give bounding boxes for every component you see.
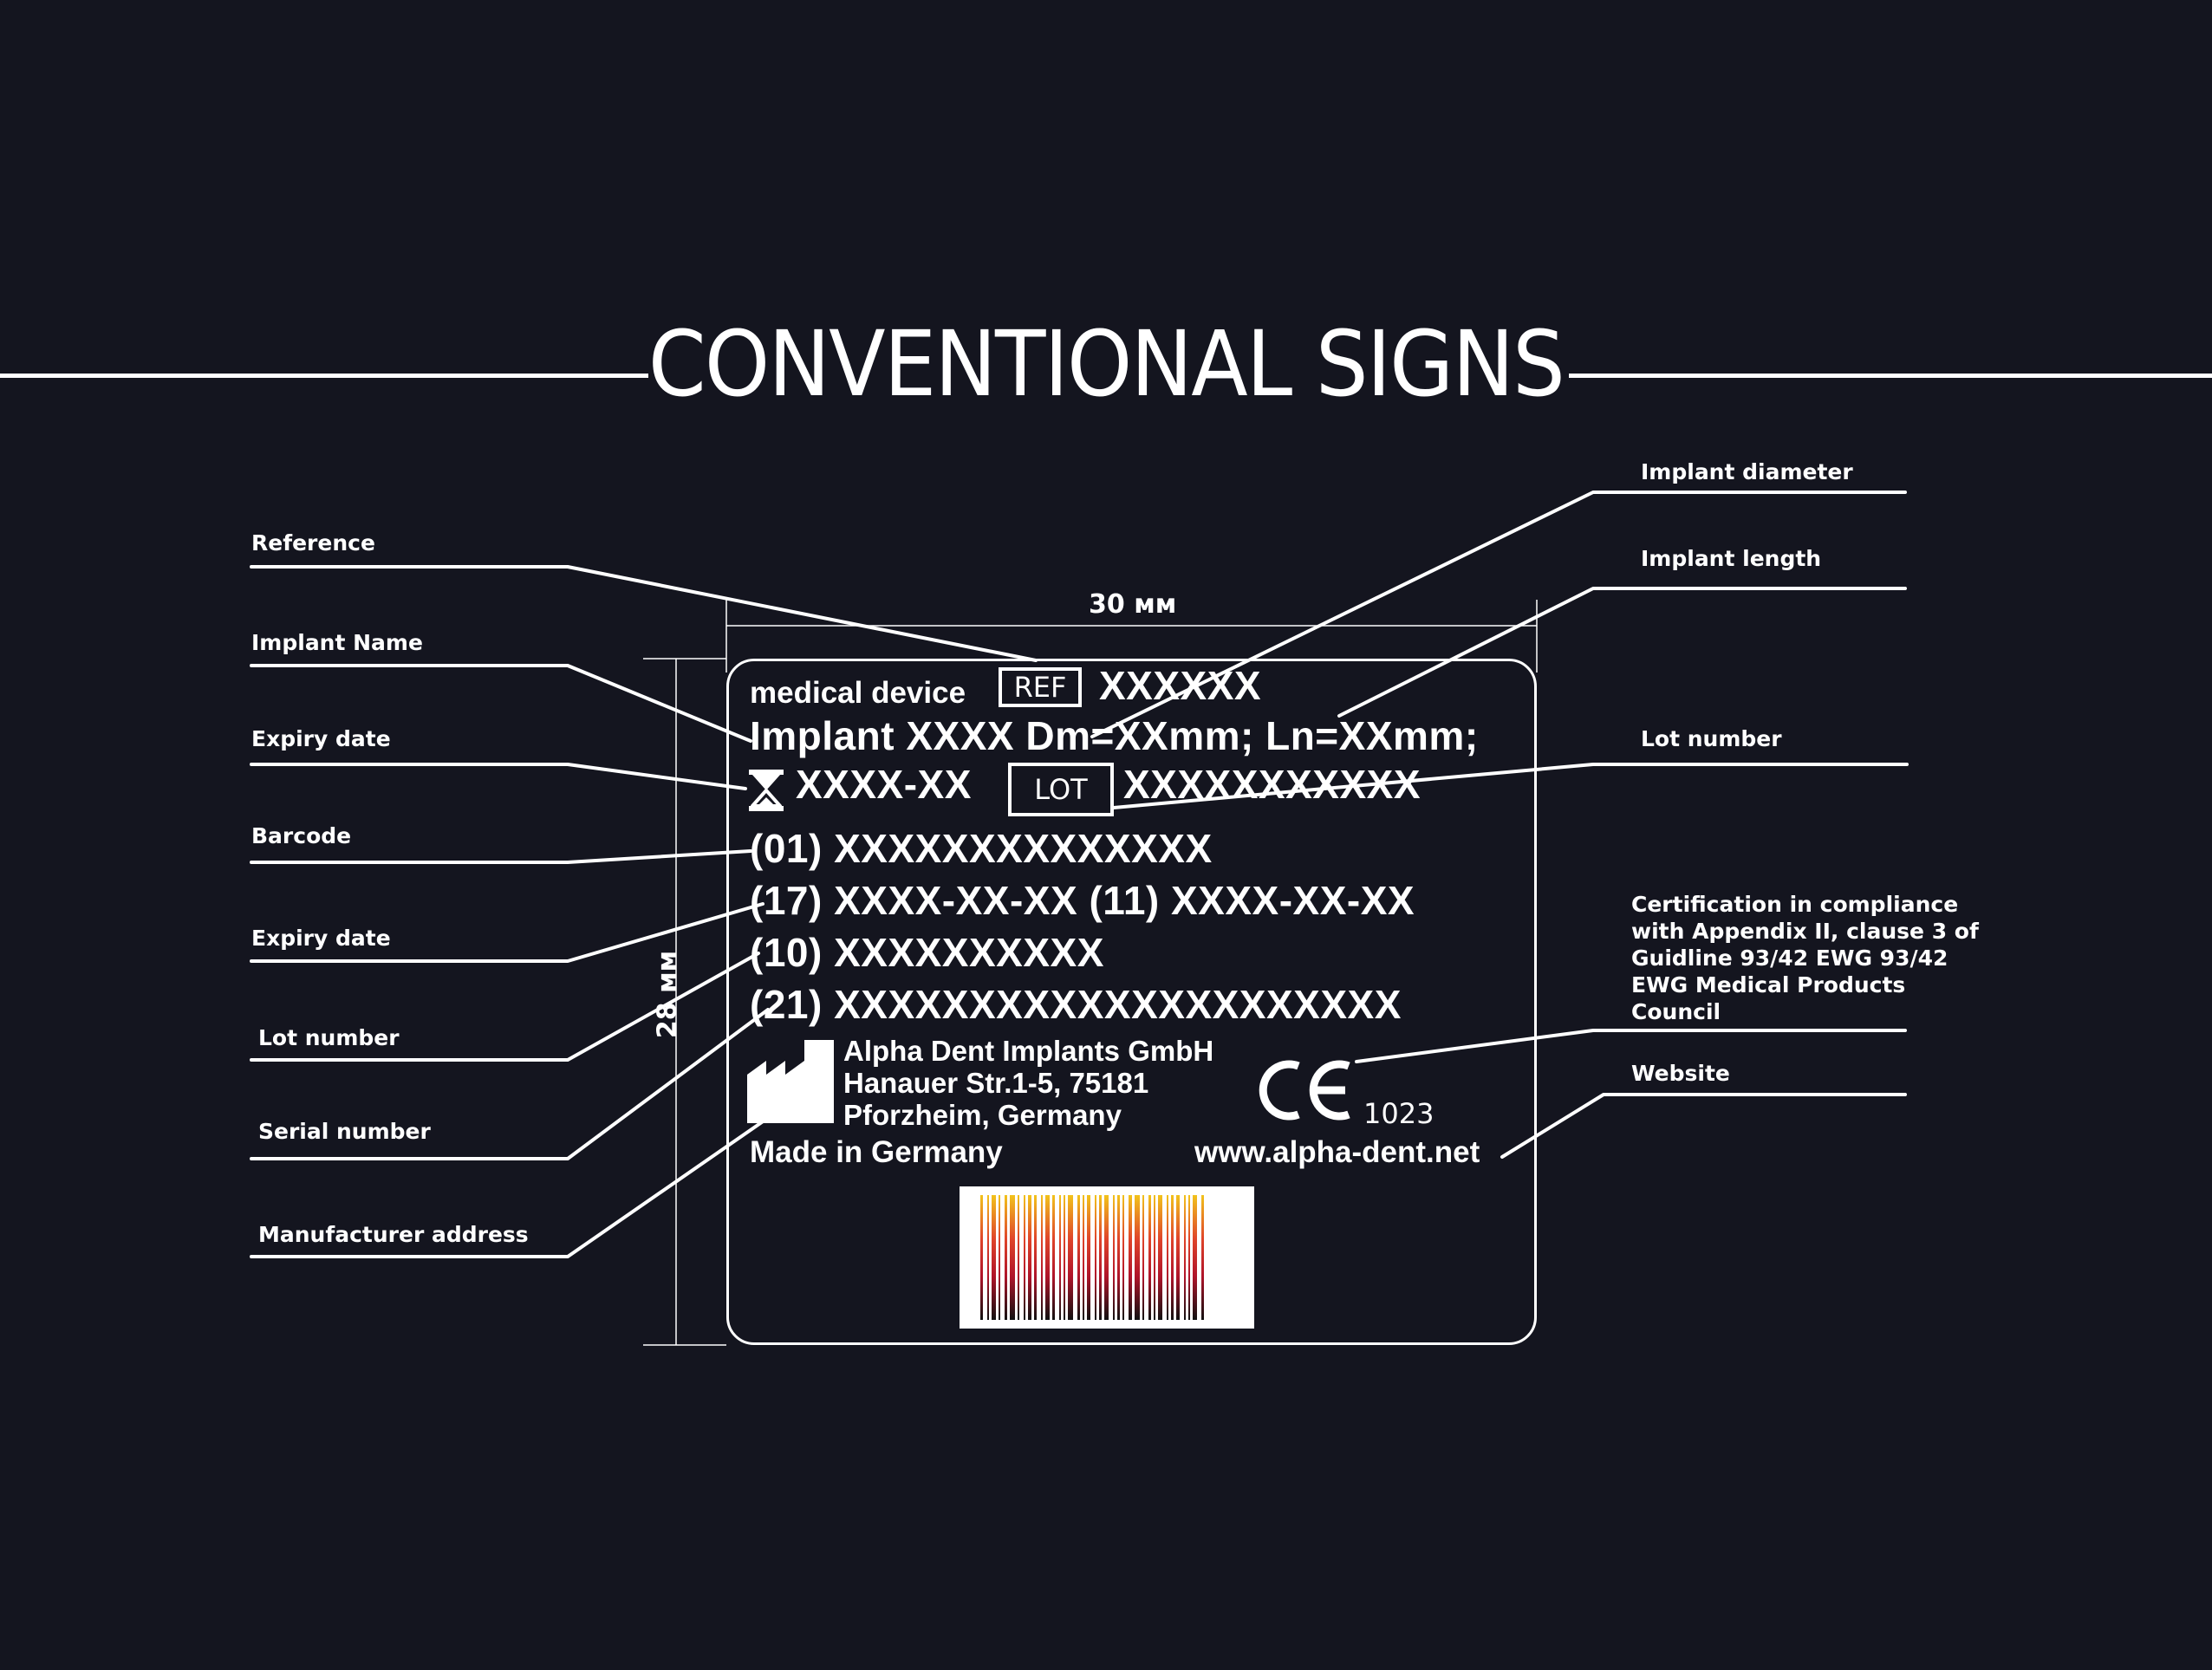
lot-symbol: LOT: [1008, 763, 1114, 816]
barcode-bar: [1077, 1195, 1080, 1320]
barcode-bar: [1064, 1195, 1065, 1320]
label-made-in: Made in Germany: [750, 1135, 1003, 1169]
label-notified-body: 1023: [1363, 1097, 1435, 1130]
hourglass-icon: [747, 769, 785, 812]
barcode-bar: [1018, 1195, 1019, 1320]
page-title: CONVENTIONAL SIGNS: [647, 311, 1565, 417]
label-expiry-value: XXXX-XX: [796, 762, 972, 807]
barcode-bar: [1045, 1195, 1050, 1320]
barcode-bar: [1188, 1195, 1190, 1320]
ref-symbol-text: REF: [1013, 671, 1067, 704]
callout-website: Website: [1631, 1061, 1730, 1086]
label-card: [726, 659, 1537, 1345]
label-gs1-21: (21) XXXXXXXXXXXXXXXXXXXXX: [750, 982, 1402, 1027]
barcode-bar: [1117, 1195, 1120, 1320]
leader-lot-number-left: [250, 952, 760, 1062]
barcode-bar: [1010, 1195, 1015, 1320]
barcode-bar: [1176, 1195, 1180, 1320]
barcode-bar: [1167, 1195, 1168, 1320]
label-website: www.alpha-dent.net: [1194, 1135, 1480, 1169]
barcode-bar: [992, 1195, 996, 1320]
callout-expiry-date-2: Expiry date: [251, 926, 391, 951]
label-device-type: medical device: [750, 676, 966, 710]
callout-implant-diameter: Implant diameter: [1641, 459, 1853, 484]
callout-implant-name: Implant Name: [251, 630, 423, 655]
label-implant-line: Implant XXXX Dm=XXmm; Ln=XXmm;: [750, 713, 1479, 758]
barcode-bar: [1104, 1195, 1109, 1320]
barcode-bar: [1193, 1195, 1197, 1320]
barcode-bar: [1135, 1195, 1140, 1320]
callout-reference: Reference: [251, 530, 375, 556]
barcode-bar: [1113, 1195, 1115, 1320]
barcode-bar: [1154, 1195, 1155, 1320]
barcode-icon: [960, 1186, 1254, 1329]
barcode-bar: [1095, 1195, 1096, 1320]
leader-lot-number-right: [1112, 763, 1909, 809]
dimension-height-label: 28 мм: [652, 950, 683, 1039]
callout-manufacturer-address: Manufacturer address: [258, 1222, 529, 1247]
callout-lot-number-right: Lot number: [1641, 726, 1782, 751]
label-gs1-17-11: (17) XXXX-XX-XX (11) XXXX-XX-XX: [750, 878, 1415, 923]
title-rule-right: [1569, 374, 2212, 378]
leader-implant-name: [250, 664, 752, 743]
barcode-bar: [1148, 1195, 1151, 1320]
barcode-bar: [1041, 1195, 1043, 1320]
barcode-bar: [1171, 1195, 1174, 1320]
barcode-bar: [1099, 1195, 1102, 1320]
leader-expiry-date-2: [250, 902, 764, 963]
barcode-bar: [987, 1195, 989, 1320]
leader-implant-length: [1337, 587, 1907, 718]
callout-expiry-date-1: Expiry date: [251, 726, 391, 751]
title-rule-left: [0, 374, 648, 378]
barcode-bar: [999, 1195, 1000, 1320]
barcode-bar: [1034, 1195, 1037, 1320]
ce-mark-icon: [1259, 1059, 1363, 1121]
callout-implant-length: Implant length: [1641, 546, 1822, 571]
leader-serial-number: [250, 1008, 770, 1160]
barcode-bar: [1201, 1195, 1204, 1320]
callout-serial-number: Serial number: [258, 1119, 431, 1144]
label-gs1-01: (01) XXXXXXXXXXXXXX: [750, 826, 1213, 871]
ref-symbol: REF: [999, 667, 1082, 707]
leader-website: [1500, 1093, 1907, 1159]
barcode-bar: [1005, 1195, 1007, 1320]
barcode-bar: [980, 1195, 983, 1320]
lot-symbol-text: LOT: [1034, 773, 1088, 806]
barcode-bar: [1028, 1195, 1031, 1320]
leader-implant-diameter: [1090, 491, 1907, 738]
barcode-bar: [1024, 1195, 1025, 1320]
barcode-bar: [1052, 1195, 1055, 1320]
label-lot-value: XXXXXXXXXXX: [1123, 762, 1421, 807]
barcode-bar: [1129, 1195, 1132, 1320]
leader-certification: [1355, 1029, 1907, 1063]
leader-barcode: [250, 849, 752, 864]
barcode-bar: [1184, 1195, 1186, 1320]
dimension-width-label: 30 мм: [1089, 589, 1177, 620]
leader-expiry-date-1: [250, 763, 747, 790]
callout-lot-number-left: Lot number: [258, 1025, 400, 1050]
leader-reference: [250, 565, 1038, 662]
barcode-bar: [1083, 1195, 1084, 1320]
factory-icon: [747, 1038, 834, 1123]
barcode-bar: [1068, 1195, 1073, 1320]
callout-certification: Certification in compliance with Appendi…: [1631, 892, 1979, 1024]
barcode-bar: [1059, 1195, 1061, 1320]
callout-barcode: Barcode: [251, 823, 352, 848]
barcode-bar: [1158, 1195, 1162, 1320]
leader-manufacturer-address: [250, 1116, 770, 1258]
label-ref-value: XXXXXX: [1099, 663, 1262, 708]
label-gs1-10: (10) XXXXXXXXXX: [750, 930, 1104, 975]
barcode-bar: [1087, 1195, 1090, 1320]
barcode-bar: [1142, 1195, 1144, 1320]
label-manufacturer: Alpha Dent Implants GmbH Hanauer Str.1-5…: [843, 1035, 1214, 1131]
barcode-bar: [1122, 1195, 1124, 1320]
